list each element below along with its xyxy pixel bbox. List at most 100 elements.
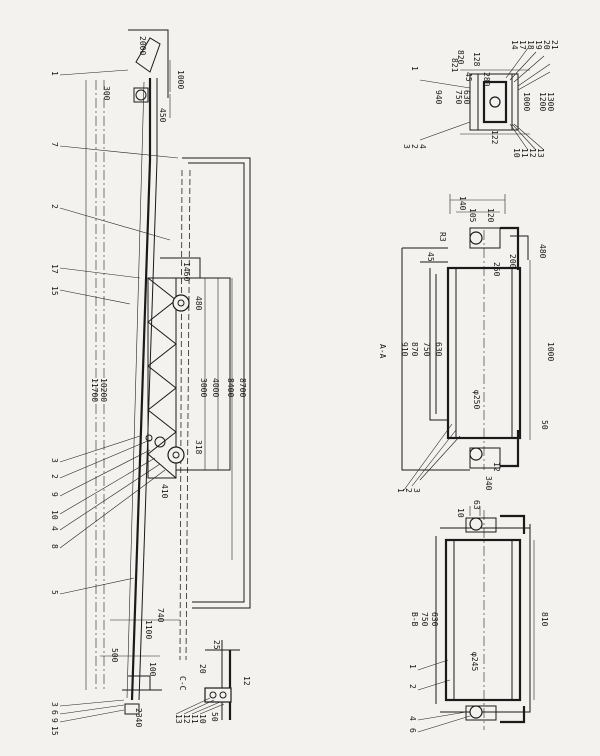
balloon-number: 5 xyxy=(50,590,59,595)
dim-label: 280 xyxy=(482,72,491,87)
dim-label: 4000 xyxy=(211,378,220,397)
balloon-number: 1 xyxy=(408,664,417,669)
dim-label: 480 xyxy=(194,296,203,311)
dim-label: 1100 xyxy=(144,620,153,639)
dim-label: 2340 xyxy=(134,708,143,727)
section-label: A-A xyxy=(378,344,387,359)
balloon-number: 17 xyxy=(50,264,59,274)
dim-label: 63 xyxy=(472,500,481,510)
dim-label: 105 xyxy=(468,208,477,223)
balloon-number: 2 xyxy=(408,684,417,689)
dim-label: 821 xyxy=(450,58,459,73)
dim-label: 122 xyxy=(490,130,499,145)
dim-label: 8700 xyxy=(238,378,247,397)
dim-label: 12 xyxy=(492,462,501,472)
balloon-number: 14 xyxy=(510,40,519,50)
balloon-number: 11 xyxy=(520,148,529,158)
dim-label: 318 xyxy=(194,440,203,455)
balloon-number: 4 xyxy=(418,144,427,149)
balloon-number: 15 xyxy=(50,726,59,736)
dim-label: 50 xyxy=(540,420,549,430)
dim-label: 750 xyxy=(422,342,431,357)
dim-label: 630 xyxy=(434,342,443,357)
dim-label: 870 xyxy=(410,342,419,357)
dim-label: 910 xyxy=(400,342,409,357)
tail-pulley-upper xyxy=(172,294,190,312)
dim-label: 200 xyxy=(508,254,517,269)
dim-label: 810 xyxy=(540,612,549,627)
balloon-number: 13 xyxy=(174,714,183,724)
dim-label: 630 xyxy=(462,90,471,105)
dim-label: 750 xyxy=(454,90,463,105)
balloon-number: 3 xyxy=(402,144,411,149)
drum-bb xyxy=(444,538,522,702)
section-label: B-B xyxy=(410,612,419,627)
dim-label: 1300 xyxy=(546,92,555,111)
dim-label: φ250 xyxy=(472,390,481,409)
balloon-number: 12 xyxy=(528,148,537,158)
dim-label: 128 xyxy=(472,52,481,67)
dim-label: 1460 xyxy=(182,262,191,281)
balloon-number: 10 xyxy=(50,510,59,520)
base-foot xyxy=(124,703,140,715)
section-label: C-C xyxy=(178,676,187,691)
balloon-number: 17 xyxy=(518,40,527,50)
dim-label: 500 xyxy=(110,648,119,663)
balloon-number: 2 xyxy=(50,474,59,479)
balloon-number: 1 xyxy=(396,488,405,493)
dim-label: 740 xyxy=(156,608,165,623)
dim-label: 300 xyxy=(102,86,111,101)
dim-label: 410 xyxy=(160,484,169,499)
balloon-number: 13 xyxy=(536,148,545,158)
dim-label: 12 xyxy=(242,676,251,686)
dim-label: 100 xyxy=(148,662,157,677)
balloon-number: 4 xyxy=(408,716,417,721)
dim-label: R3 xyxy=(438,232,447,242)
dim-label: 250 xyxy=(492,262,501,277)
dim-label: 20 xyxy=(198,664,207,674)
balloon-number: 3 xyxy=(50,458,59,463)
dim-label: 140 xyxy=(458,196,467,211)
dim-label: φ245 xyxy=(470,652,479,671)
balloon-number: 20 xyxy=(542,40,551,50)
dim-label: 10200 xyxy=(99,378,108,402)
dim-label: 10 xyxy=(456,508,465,518)
balloon-number: 1 xyxy=(50,71,59,76)
dim-label: 11700 xyxy=(90,378,99,402)
balloon-number: 6 xyxy=(408,728,417,733)
section-bb: B-B 63 10 750 630 810 φ245 1 2 4 6 xyxy=(408,500,549,733)
conveyor-frame xyxy=(130,78,152,701)
dim-label: 1000 xyxy=(522,92,531,111)
dim-label: 1000 xyxy=(176,70,185,89)
balloon-number: 9 xyxy=(50,492,59,497)
balloon-number: 3 xyxy=(412,488,421,493)
balloon-number: 7 xyxy=(50,142,59,147)
balloon-number: 2 xyxy=(410,144,419,149)
balloon-number: 4 xyxy=(50,526,59,531)
dim-label: 480 xyxy=(538,244,547,259)
tail-pulley-lower xyxy=(167,446,185,464)
dim-label: 1200 xyxy=(538,92,547,111)
section-aa: A-A 140 105 120 R3 45 910 870 750 630 10… xyxy=(378,194,555,493)
dim-label: 50 xyxy=(210,712,219,722)
detail-cc: C-C 25 20 12 50 13 12 11 10 xyxy=(174,640,251,724)
dim-label: 340 xyxy=(484,476,493,491)
dim-label: 1000 xyxy=(546,342,555,361)
dim-label: 940 xyxy=(434,90,443,105)
head-pulley xyxy=(133,87,149,103)
dim-label: 450 xyxy=(158,108,167,123)
balloon-number: 18 xyxy=(526,40,535,50)
top-view: 820 280 45 821 940 750 630 1000 1200 130… xyxy=(402,40,559,158)
balloon-number: 10 xyxy=(198,714,207,724)
dim-label: 45 xyxy=(426,252,435,262)
balloon-number: 10 xyxy=(512,148,521,158)
hopper xyxy=(135,37,161,73)
dim-label: 25 xyxy=(212,640,221,650)
balloon-number: 19 xyxy=(534,40,543,50)
balloon-number: 11 xyxy=(190,714,199,724)
balloon-number: 6 xyxy=(50,710,59,715)
balloon-number: 3 xyxy=(50,702,59,707)
dim-label: 750 xyxy=(420,612,429,627)
